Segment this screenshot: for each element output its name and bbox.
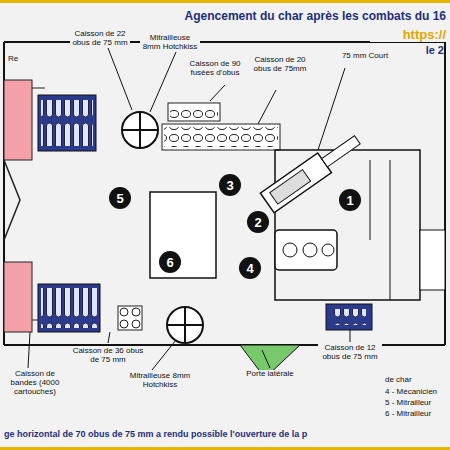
part-label: Caisson de 12 obus de 75 mm (318, 344, 382, 362)
legend-entry: 4 - Mécanicien (385, 388, 447, 397)
callout-text: 1 (346, 193, 353, 208)
part-label: Caisson de bandes (4000 cartouches) (4, 370, 66, 396)
callout-number: 4 (239, 257, 261, 279)
callout-number: 5 (109, 187, 131, 209)
part-label: Caisson de 36 obus de 75 mm (72, 347, 144, 365)
part-label: le 2 (400, 44, 444, 56)
callout-text: 5 (116, 191, 123, 206)
part-label: Caisson de 20 obus de 75mm (245, 56, 315, 74)
callout-text: 3 (226, 178, 233, 193)
part-label: Porte latérale (240, 370, 300, 379)
part-label: ge horizontal de 70 obus de 75 mm a rend… (4, 430, 446, 440)
part-label: https:// (370, 28, 446, 42)
part-label: Mitrailleuse 8mm Hotchkiss (128, 372, 192, 390)
part-label: 75 mm Court (335, 52, 395, 61)
part-label: Mitrailleuse 8mm Hotchkiss (140, 34, 200, 52)
part-label: Caisson de 90 fusées d'obus (185, 60, 245, 78)
callout-number: 1 (339, 189, 361, 211)
part-label: Re (8, 55, 38, 64)
part-label: de char (385, 376, 445, 385)
callout-text: 2 (254, 215, 261, 230)
callout-text: 6 (166, 255, 173, 270)
legend-entry: 6 - Mitrailleur (385, 410, 447, 419)
callout-number: 6 (159, 251, 181, 273)
diagram-title: Agencement du char après les combats du … (150, 10, 446, 23)
legend-entry: 5 - Mitrailleur (385, 399, 447, 408)
callout-number: 2 (247, 211, 269, 233)
callout-text: 4 (246, 261, 253, 276)
callout-number: 3 (219, 174, 241, 196)
part-label: Caisson de 22 obus de 75 mm (70, 30, 130, 48)
